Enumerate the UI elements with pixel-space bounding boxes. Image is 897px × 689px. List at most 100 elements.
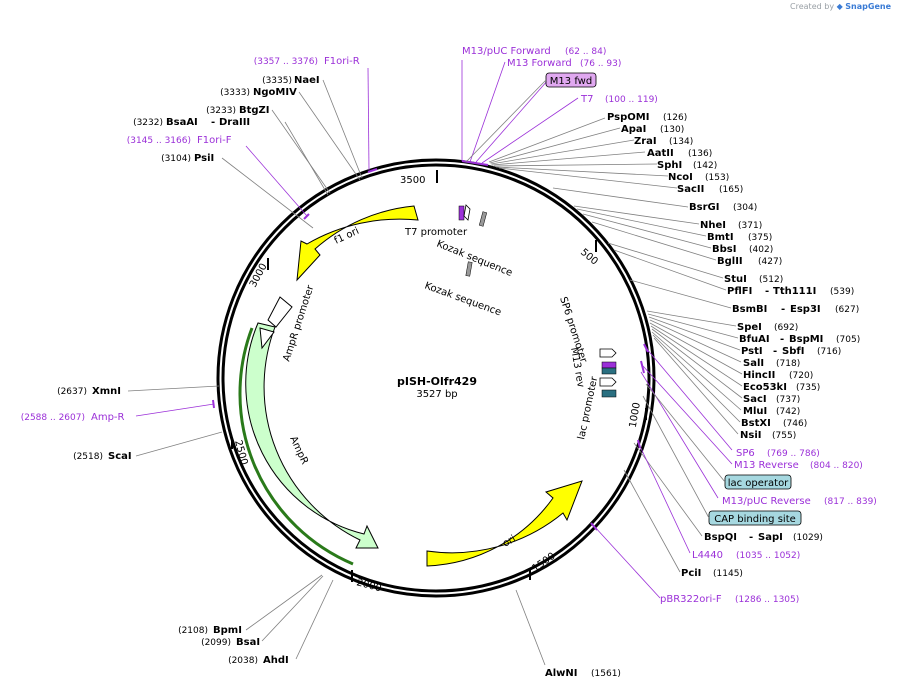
- enzyme-sapi-dash: -: [749, 532, 753, 543]
- enzyme-zrai[interactable]: ZraI: [634, 136, 657, 147]
- enzyme-bspqi[interactable]: BspQI: [704, 532, 737, 543]
- enzyme-ahdi[interactable]: AhdI: [263, 655, 289, 666]
- enzyme-pos-pcii: (1145): [713, 569, 743, 579]
- enzyme-nsii[interactable]: NsiI: [740, 430, 761, 441]
- enzyme-pos-ncoi: (153): [705, 173, 729, 183]
- lac-operator-connector: [645, 383, 726, 483]
- primer-pos-pbr322ori-f: (1286 .. 1305): [735, 595, 799, 605]
- enzyme-pos-bsaai: (3232): [133, 118, 163, 128]
- enzyme-draiii[interactable]: DraIII: [219, 117, 250, 128]
- enzyme-psii[interactable]: PsiI: [194, 153, 214, 164]
- plasmid-name: pISH-Olfr429: [397, 375, 477, 388]
- credit-prefix: Created by: [790, 2, 835, 11]
- enzyme-bglii[interactable]: BglII: [717, 256, 743, 267]
- enzyme-labels-right: PspOMI (126) ApaI (130) ZraI (134) AatII…: [545, 112, 860, 679]
- enzyme-esp3i[interactable]: Esp3I: [790, 304, 821, 315]
- lac-promoter-arrow[interactable]: [599, 377, 617, 387]
- primer-m13-forward[interactable]: M13 Forward: [507, 58, 572, 69]
- enzyme-pos-bsrgi: (304): [733, 203, 757, 213]
- primer-f1ori-r[interactable]: F1ori-R: [324, 56, 360, 67]
- enzyme-tth111i-dash: -: [765, 286, 769, 297]
- enzyme-nhei[interactable]: NheI: [700, 220, 726, 231]
- primer-m13-reverse[interactable]: M13 Reverse: [734, 460, 799, 471]
- enzyme-spei[interactable]: SpeI: [737, 322, 762, 333]
- enzyme-sacii[interactable]: SacII: [677, 184, 704, 195]
- enzyme-pos-pspomi: (126): [663, 113, 687, 123]
- snapgene-logo-icon: ◆: [836, 2, 843, 11]
- enzyme-sali[interactable]: SalI: [743, 358, 764, 369]
- m13-fwd-box-label: M13 fwd: [550, 76, 592, 87]
- primer-pos-t7: (100 .. 119): [605, 95, 658, 105]
- primer-pos-sp6: (769 .. 786): [767, 449, 820, 459]
- enzyme-bmti[interactable]: BmtI: [707, 232, 734, 243]
- primer-l4440[interactable]: L4440: [692, 550, 723, 561]
- tick-marks: [231, 170, 647, 582]
- primer-f1ori-f[interactable]: F1ori-F: [197, 135, 232, 146]
- enzyme-pos-bfuai: (705): [836, 335, 860, 345]
- primer-t7[interactable]: T7: [580, 94, 593, 105]
- enzyme-mlui[interactable]: MluI: [743, 406, 767, 417]
- primer-pos-f1ori-f: (3145 .. 3166): [127, 136, 191, 146]
- backbone-inner: [221, 163, 651, 593]
- enzyme-ngomiv[interactable]: NgoMIV: [253, 87, 297, 98]
- f1-ori-label: f1 ori: [333, 226, 361, 247]
- enzyme-bsai[interactable]: BsaI: [236, 637, 260, 648]
- enzyme-sphi[interactable]: SphI: [657, 160, 682, 171]
- enzyme-eco53ki[interactable]: Eco53kI: [743, 382, 787, 393]
- enzyme-saci[interactable]: SacI: [743, 394, 767, 405]
- enzyme-bspmi[interactable]: BspMI: [789, 334, 823, 345]
- enzyme-sapi[interactable]: SapI: [758, 532, 783, 543]
- enzyme-aatii[interactable]: AatII: [647, 148, 674, 159]
- enzyme-scai[interactable]: ScaI: [108, 451, 132, 462]
- primer-sp6[interactable]: SP6: [736, 448, 755, 459]
- enzyme-hincii[interactable]: HincII: [743, 370, 775, 381]
- enzyme-apai[interactable]: ApaI: [621, 124, 646, 135]
- enzyme-pos-apai: (130): [660, 125, 684, 135]
- tick-label-2000: 2000: [355, 577, 382, 594]
- enzyme-pos-eco53ki: (735): [796, 383, 820, 393]
- enzyme-bpmi[interactable]: BpmI: [213, 625, 242, 636]
- enzyme-stui[interactable]: StuI: [724, 274, 747, 285]
- primer-pbr322ori-f[interactable]: pBR322ori-F: [660, 594, 722, 605]
- primer-amp-r[interactable]: Amp-R: [91, 412, 125, 423]
- f1-ori-arrow[interactable]: [296, 205, 419, 282]
- enzyme-bsaai[interactable]: BsaAI: [166, 117, 198, 128]
- enzyme-pspomi[interactable]: PspOMI: [607, 112, 649, 123]
- enzyme-bspmi-dash: -: [780, 334, 784, 345]
- enzyme-bstxi[interactable]: BstXI: [741, 418, 771, 429]
- kozak-marker-1[interactable]: [478, 211, 488, 227]
- m13-rev-marker[interactable]: [601, 367, 617, 375]
- primer-m13-puc-reverse[interactable]: M13/pUC Reverse: [722, 496, 811, 507]
- enzyme-btgzi[interactable]: BtgZI: [239, 105, 270, 116]
- enzyme-pcii[interactable]: PciI: [681, 568, 701, 579]
- tick-label-1500: 1500: [530, 551, 557, 575]
- enzyme-pos-alwni: (1561): [591, 669, 621, 679]
- enzyme-psti[interactable]: PstI: [741, 346, 763, 357]
- snapgene-credit: Created by ◆ SnapGene: [790, 2, 891, 11]
- ampr-promoter-arrow[interactable]: [267, 296, 293, 328]
- ori-arrow[interactable]: [426, 480, 583, 567]
- t7-promoter-marker[interactable]: [458, 205, 465, 221]
- kozak-marker-2[interactable]: [465, 261, 473, 277]
- enzyme-xmni[interactable]: XmnI: [92, 386, 121, 397]
- cap-site-box-label: CAP binding site: [714, 514, 796, 525]
- enzyme-bsmbi[interactable]: BsmBI: [732, 304, 767, 315]
- enzyme-bbsi[interactable]: BbsI: [712, 244, 736, 255]
- enzyme-bfuai[interactable]: BfuAI: [739, 334, 770, 345]
- credit-brand: SnapGene: [845, 2, 891, 11]
- enzyme-pos-bmti: (375): [748, 233, 772, 243]
- tick-label-3500: 3500: [400, 175, 425, 186]
- primer-m13-puc-forward[interactable]: M13/pUC Forward: [462, 46, 551, 57]
- enzyme-sbfi[interactable]: SbfI: [782, 346, 804, 357]
- sp6-promoter-arrow[interactable]: [599, 348, 617, 358]
- enzyme-pos-sacii: (165): [719, 185, 743, 195]
- enzyme-naei[interactable]: NaeI: [294, 75, 320, 86]
- enzyme-ncoi[interactable]: NcoI: [668, 172, 693, 183]
- enzyme-bsrgi[interactable]: BsrGI: [689, 202, 719, 213]
- enzyme-alwni[interactable]: AlwNI: [545, 668, 578, 679]
- enzyme-pflfi[interactable]: PflFI: [727, 286, 752, 297]
- sp6-marker: [601, 361, 617, 369]
- ampr-arrow[interactable]: [245, 322, 379, 549]
- enzyme-tth111i[interactable]: Tth111I: [773, 286, 816, 297]
- primer-connectors: [135, 60, 733, 599]
